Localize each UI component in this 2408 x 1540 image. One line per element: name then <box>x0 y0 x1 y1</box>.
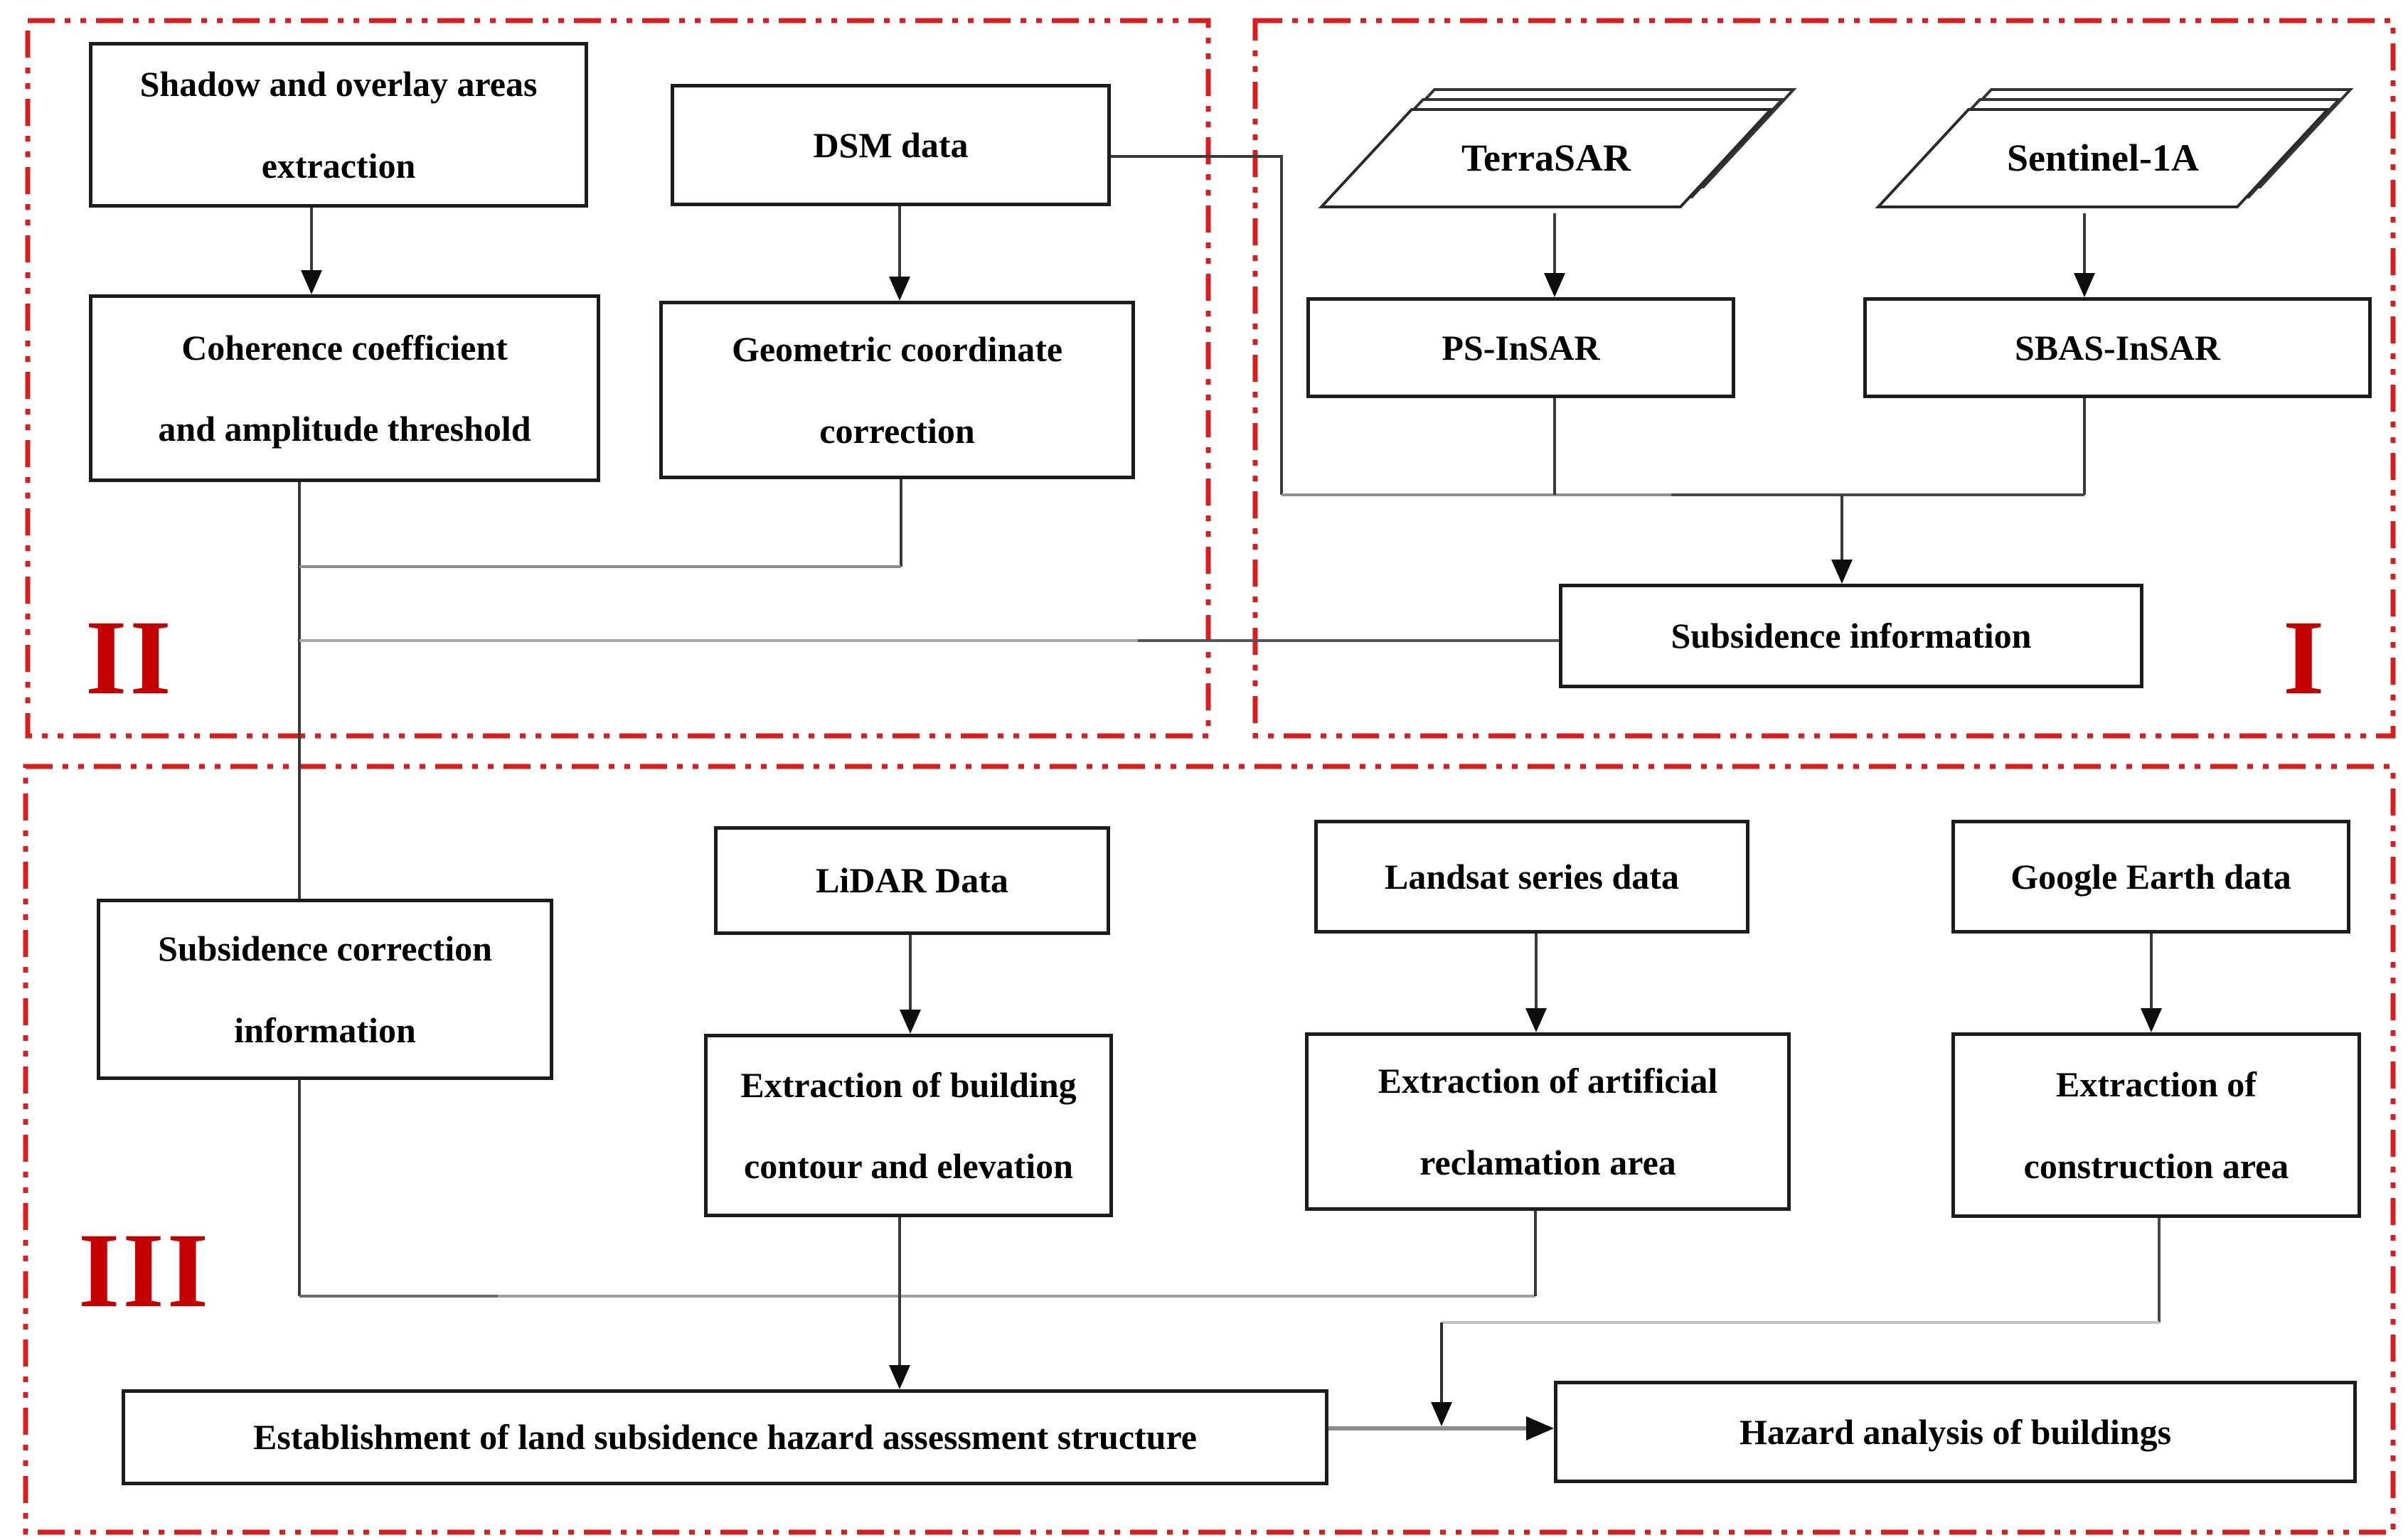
arrowhead-geometric <box>889 277 910 301</box>
node-subsidence-corr-line2: information <box>234 1010 416 1050</box>
arrowhead-coherence <box>301 270 322 294</box>
section-i-border <box>1252 18 2396 739</box>
arrowhead-ps <box>1544 273 1565 297</box>
connector-dsm-elbow <box>1111 155 1283 495</box>
node-google-label: Google Earth data <box>2010 856 2291 897</box>
node-subsidence-information: Subsidence information <box>1559 584 2143 688</box>
node-extraction-building-line2: contour and elevation <box>744 1146 1073 1186</box>
node-subsidence-corr-line1: Subsidence correction <box>158 929 492 968</box>
node-dsm-data: DSM data <box>671 84 1111 206</box>
node-terrasar-label: TerraSAR <box>1461 137 1631 179</box>
arrowhead-extraction-artificial <box>1525 1008 1547 1032</box>
node-sbas-insar: SBAS-InSAR <box>1863 297 2372 398</box>
node-sbas-label: SBAS-InSAR <box>2014 327 2220 368</box>
arrowhead-hazard <box>1526 1416 1554 1440</box>
node-extraction-construction-line2: construction area <box>2023 1145 2289 1186</box>
node-subsidence-info-label: Subsidence information <box>1671 616 2032 656</box>
node-landsat-data: Landsat series data <box>1314 820 1749 934</box>
node-coherence-threshold: Coherence coefficient and amplitude thre… <box>89 294 600 482</box>
arrowhead-establishment <box>889 1365 910 1389</box>
node-ps-label: PS-InSAR <box>1442 327 1600 368</box>
section-ii-border <box>25 18 1211 739</box>
node-dsm-label: DSM data <box>813 124 969 165</box>
node-geometric-line2: correction <box>819 410 975 451</box>
node-establishment-label: Establishment of land subsidence hazard … <box>253 1417 1197 1458</box>
arrowhead-sbas <box>2074 273 2095 297</box>
section-ii-label: II <box>85 599 174 717</box>
node-coherence-line1: Coherence coefficient <box>181 327 508 368</box>
arrowhead-subsidence-info <box>1831 560 1853 584</box>
node-shadow-overlay-extraction: Shadow and overlay areas extraction <box>89 42 588 208</box>
node-geometric-line1: Geometric coordinate <box>731 329 1063 369</box>
node-extraction-construction: Extraction of construction area <box>1951 1032 2361 1218</box>
node-coherence-line2: and amplitude threshold <box>158 409 531 449</box>
node-subsidence-correction: Subsidence correction information <box>97 899 553 1080</box>
node-landsat-label: Landsat series data <box>1385 856 1679 897</box>
section-iii-border <box>23 764 2396 1535</box>
node-lidar-label: LiDAR Data <box>816 860 1008 901</box>
node-lidar-data: LiDAR Data <box>714 826 1110 935</box>
node-extraction-building-line1: Extraction of building <box>740 1064 1077 1105</box>
node-ps-insar: PS-InSAR <box>1306 297 1735 398</box>
node-extraction-construction-line1: Extraction of <box>2056 1064 2257 1104</box>
node-shadow-line2: extraction <box>261 145 416 186</box>
node-extraction-artificial-line2: reclamation area <box>1419 1142 1676 1182</box>
node-extraction-building: Extraction of building contour and eleva… <box>704 1034 1113 1217</box>
sentinel-parallelogram <box>1875 108 2331 208</box>
node-establishment-structure: Establishment of land subsidence hazard … <box>122 1389 1328 1485</box>
arrowhead-extraction-construction <box>2141 1008 2162 1032</box>
terrasar-parallelogram <box>1318 108 1774 208</box>
arrowhead-google-drop <box>1431 1402 1452 1426</box>
node-google-earth-data: Google Earth data <box>1951 820 2350 934</box>
node-hazard-analysis: Hazard analysis of buildings <box>1554 1381 2357 1483</box>
node-extraction-artificial-line1: Extraction of artificial <box>1378 1061 1718 1101</box>
section-iii-label: III <box>78 1212 212 1330</box>
node-geometric-correction: Geometric coordinate correction <box>659 301 1135 479</box>
node-sentinel-label: Sentinel-1A <box>2007 137 2199 179</box>
arrowhead-extraction-building <box>900 1010 921 1034</box>
node-hazard-label: Hazard analysis of buildings <box>1739 1411 2172 1452</box>
node-extraction-artificial: Extraction of artificial reclamation are… <box>1305 1032 1791 1211</box>
section-i-label: I <box>2283 599 2328 717</box>
node-shadow-line1: Shadow and overlay areas <box>139 64 538 104</box>
